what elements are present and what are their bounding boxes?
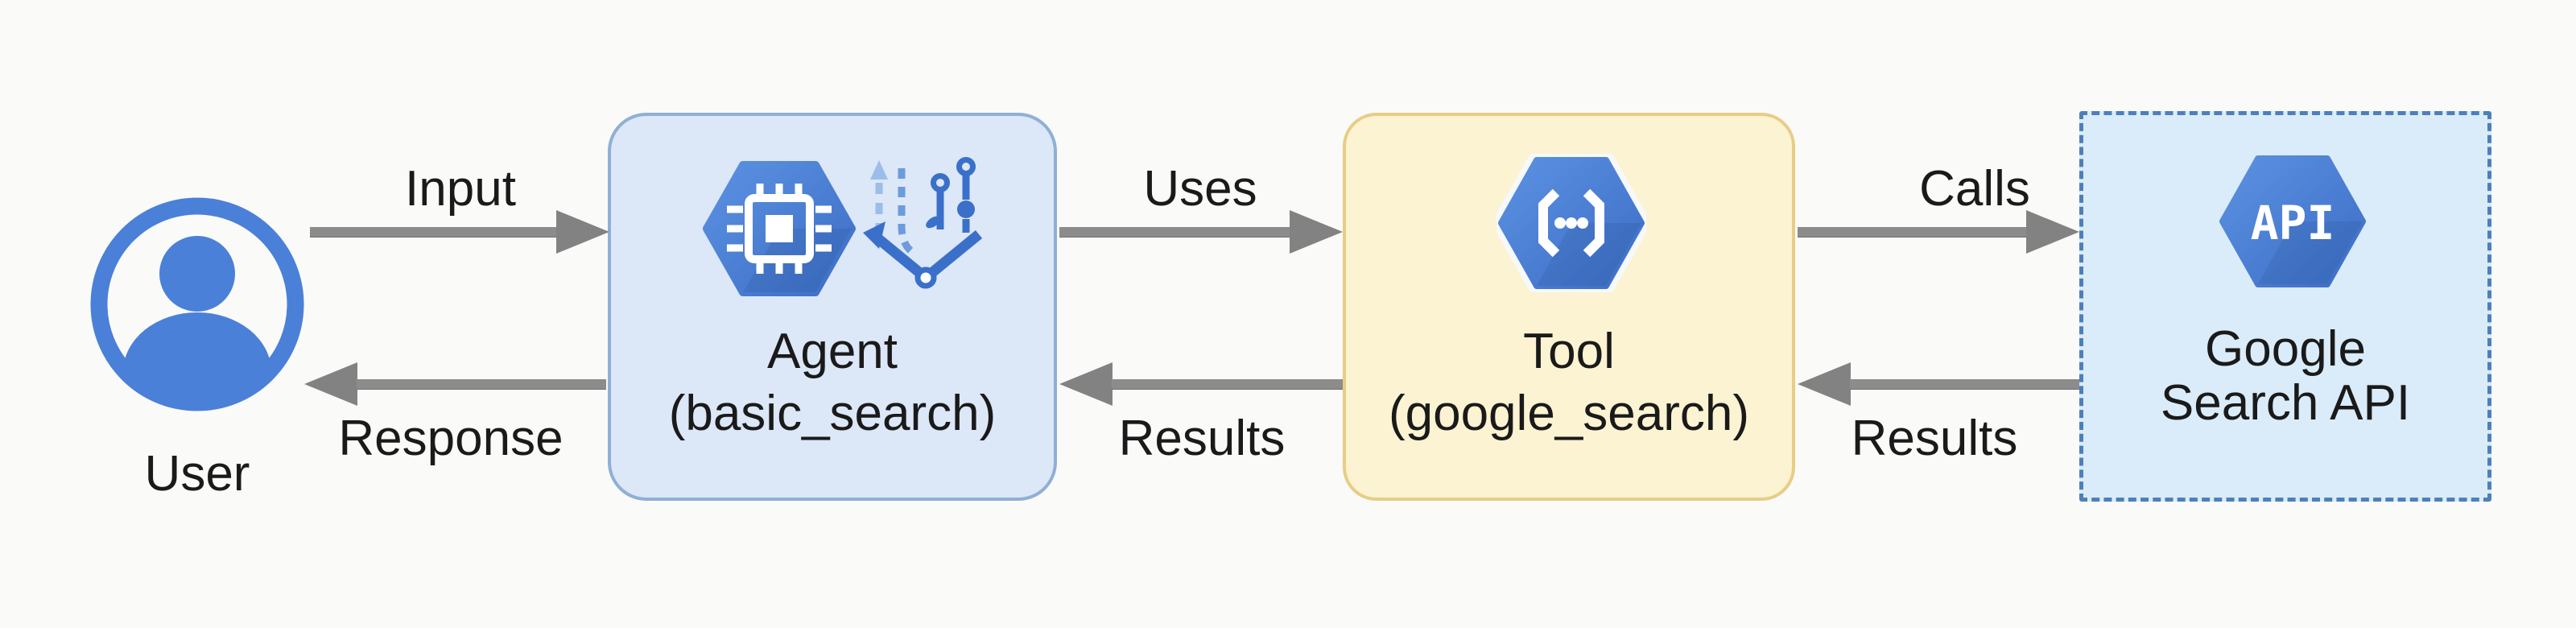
input-edge-label: Input xyxy=(405,161,516,217)
results-tool-agent-edge-label: Results xyxy=(1118,411,1286,466)
calls-arrow-shaft xyxy=(1798,227,2027,238)
agent-subtitle: (basic_search) xyxy=(668,386,997,441)
tool-subtitle: (google_search) xyxy=(1388,386,1750,441)
uses-edge-label: Uses xyxy=(1143,161,1257,217)
api-hexagon-text: API xyxy=(2251,196,2335,250)
user-node-label: User xyxy=(144,446,250,502)
results-tool-agent-arrow-head-icon xyxy=(1059,362,1113,406)
results-api-tool-edge-label: Results xyxy=(1851,411,2018,466)
api-hexagon-icon: API xyxy=(2219,155,2366,287)
uses-arrow-head-icon xyxy=(1290,210,1343,254)
agent-node-box xyxy=(608,113,1057,501)
tool-title: Tool xyxy=(1523,324,1615,379)
input-arrow-shaft xyxy=(310,227,559,238)
cloud-functions-hexagon-icon xyxy=(1496,154,1646,292)
response-arrow-head-icon xyxy=(304,362,357,406)
account-circle-icon xyxy=(90,197,304,411)
results-api-tool-arrow-head-icon xyxy=(1798,362,1851,406)
api-title-line2: Search API xyxy=(2160,375,2411,431)
api-title-line1: Google xyxy=(2205,321,2366,377)
input-arrow-head-icon xyxy=(556,210,609,254)
calls-arrow-head-icon xyxy=(2026,210,2079,254)
tool-node-label: Tool (google_search) xyxy=(1343,320,1795,444)
cloud-ml-chip-hexagon-icon xyxy=(703,161,856,296)
response-arrow-shaft xyxy=(357,379,606,390)
calls-edge-label: Calls xyxy=(1919,161,2030,217)
api-node-label: Google Search API xyxy=(2079,322,2491,430)
agent-title: Agent xyxy=(766,324,898,379)
agent-node-label: Agent (basic_search) xyxy=(608,320,1057,444)
results-tool-agent-arrow-shaft xyxy=(1112,379,1343,390)
branching-circuit-icon xyxy=(863,157,983,289)
response-edge-label: Response xyxy=(338,411,564,466)
uses-arrow-shaft xyxy=(1059,227,1290,238)
results-api-tool-arrow-shaft xyxy=(1850,379,2079,390)
